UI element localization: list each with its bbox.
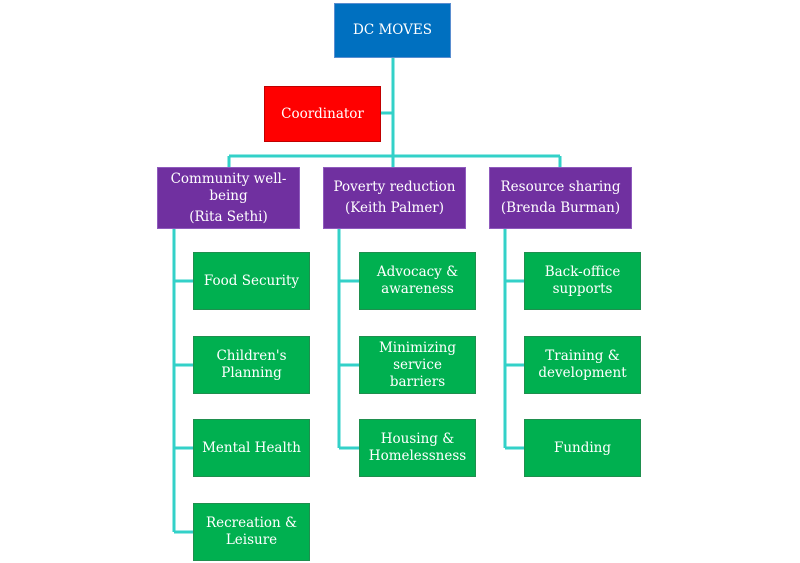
- branch-lead: (Brenda Burman): [500, 200, 621, 216]
- item-label: Back-office supports: [544, 264, 621, 297]
- item-minimizing-service-barriers: Minimizing service barriers: [359, 336, 476, 394]
- item-label: Training & development: [538, 348, 627, 381]
- item-mental-health: Mental Health: [193, 419, 310, 477]
- item-food-security: Food Security: [193, 252, 310, 310]
- item-label: Minimizing service barriers: [378, 339, 457, 390]
- branch-name: Poverty reduction: [333, 179, 456, 195]
- branch-lead: (Keith Palmer): [344, 200, 445, 216]
- branch-name: Resource sharing: [500, 179, 621, 195]
- item-childrens-planning: Children's Planning: [193, 336, 310, 394]
- item-label: Housing & Homelessness: [368, 431, 467, 464]
- branch-name: Community well-being: [170, 170, 287, 204]
- branch-poverty-reduction: Poverty reduction (Keith Palmer): [323, 167, 466, 229]
- branch-community-well-being: Community well-being (Rita Sethi): [157, 167, 300, 229]
- item-label: Funding: [553, 439, 612, 456]
- item-label: Mental Health: [202, 439, 301, 456]
- item-advocacy-awareness: Advocacy & awareness: [359, 252, 476, 310]
- item-funding: Funding: [524, 419, 641, 477]
- coordinator-node: Coordinator: [264, 86, 381, 142]
- branch-resource-sharing: Resource sharing (Brenda Burman): [489, 167, 632, 229]
- item-label: Children's Planning: [216, 348, 287, 381]
- root-node-label: DC MOVES: [353, 22, 432, 38]
- item-recreation-leisure: Recreation & Leisure: [193, 503, 310, 561]
- item-training-development: Training & development: [524, 336, 641, 394]
- item-label: Advocacy & awareness: [376, 264, 459, 297]
- item-label: Food Security: [203, 272, 300, 289]
- item-housing-homelessness: Housing & Homelessness: [359, 419, 476, 477]
- item-label: Recreation & Leisure: [205, 515, 298, 548]
- root-node-dc-moves: DC MOVES: [334, 3, 451, 58]
- branch-lead: (Rita Sethi): [189, 208, 268, 225]
- coordinator-label: Coordinator: [281, 105, 364, 122]
- item-back-office-supports: Back-office supports: [524, 252, 641, 310]
